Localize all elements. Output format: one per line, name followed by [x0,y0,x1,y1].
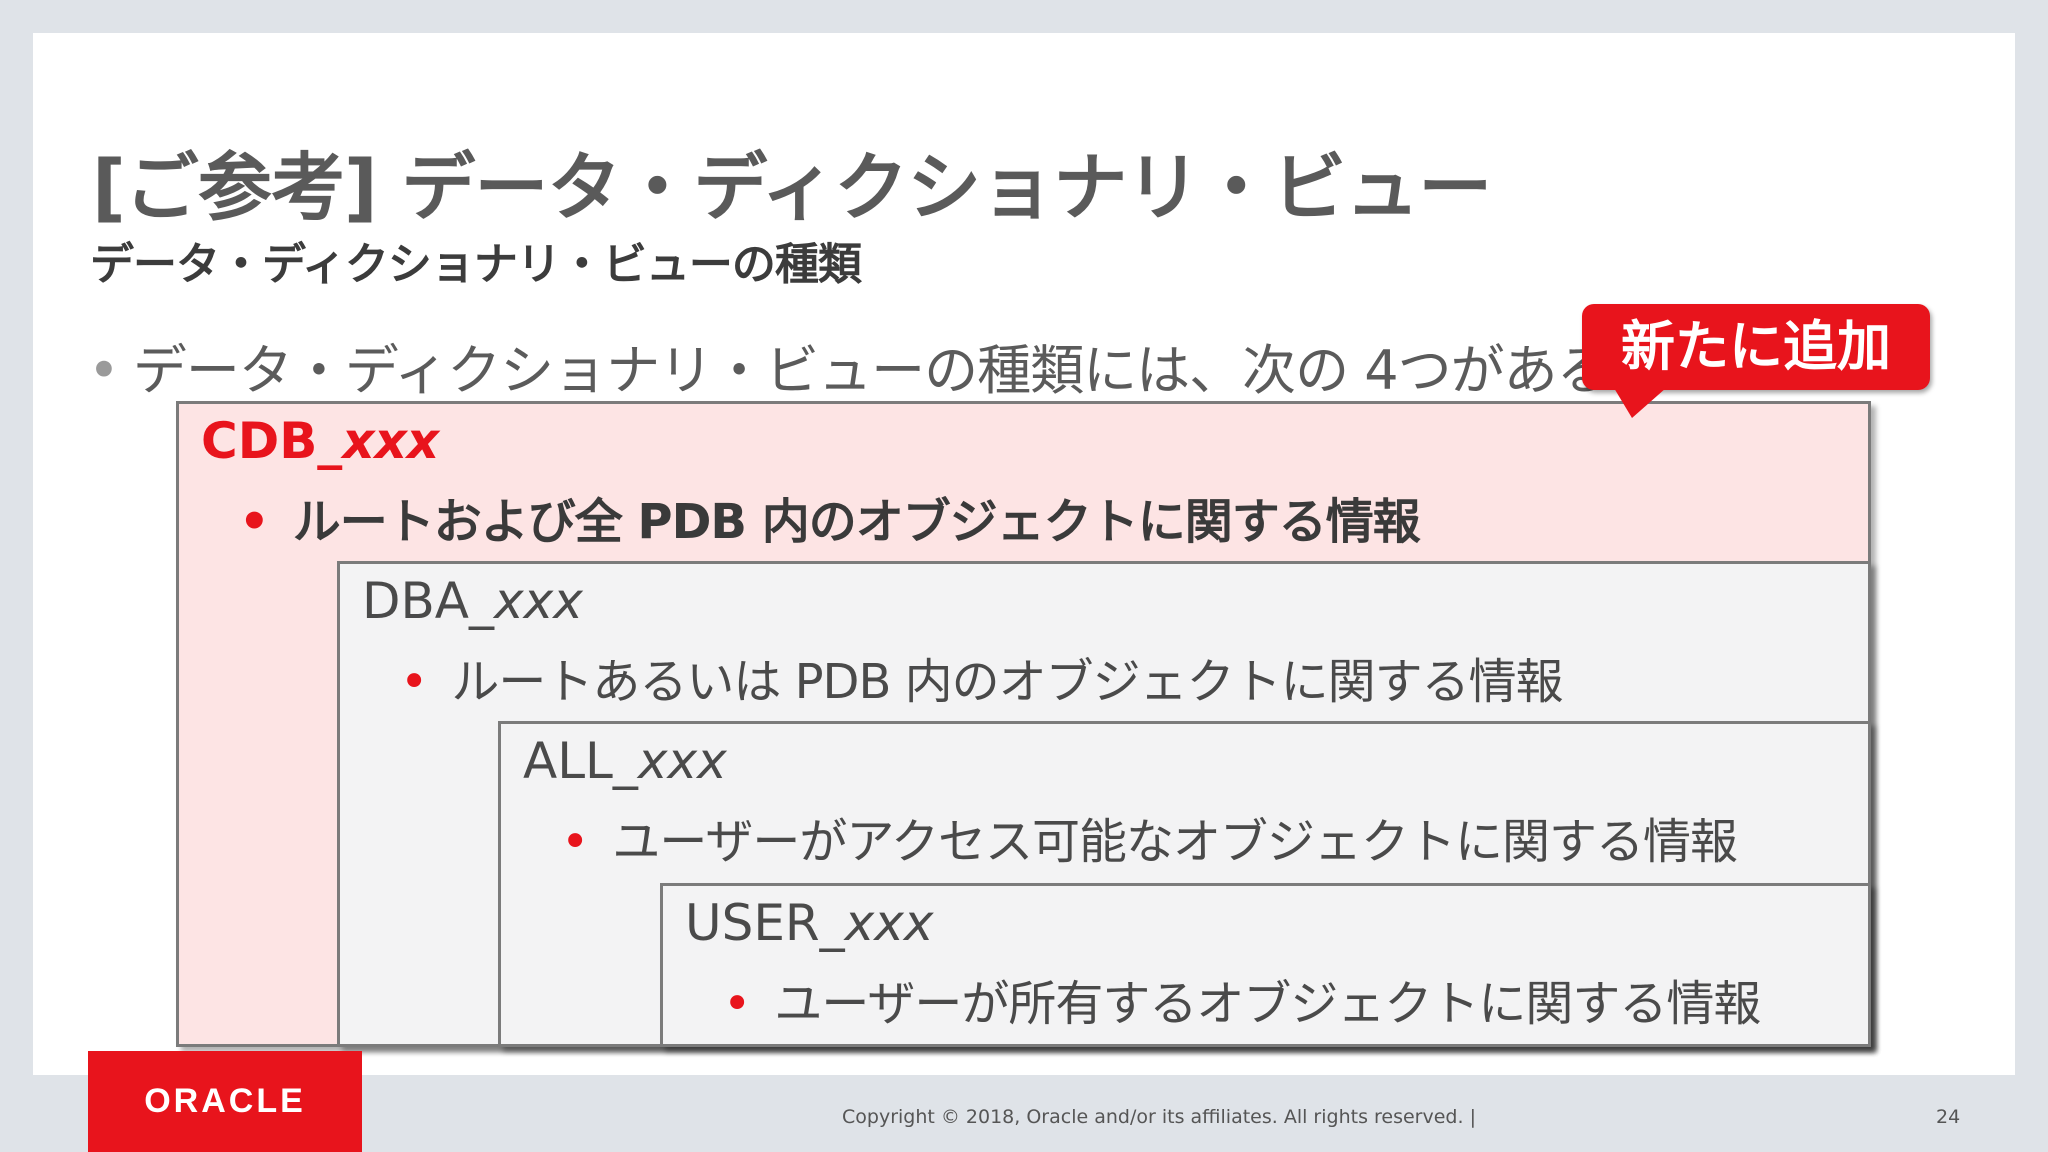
oracle-logo: ORACLE [88,1051,362,1152]
badge-pointer-icon [1614,388,1666,418]
dba-view-description: •ルートあるいは PDB 内のオブジェクトに関する情報 [400,654,1564,710]
copyright-text: Copyright © 2018, Oracle and/or its affi… [842,1106,1476,1128]
red-bullet-icon: • [723,976,751,1032]
red-bullet-icon: • [239,494,270,550]
bullet-dot-icon: • [88,339,120,402]
user-view-name: USER_xxx [685,894,934,952]
main-bullet: •データ・ディクショナリ・ビューの種類には、次の 4つがある [88,326,1611,405]
slide-title: [ご参考] データ・ディクショナリ・ビュー [92,145,1492,231]
red-bullet-icon: • [561,814,589,870]
page-number: 24 [1936,1106,1961,1128]
cdb-view-description: •ルートおよび全 PDB 内のオブジェクトに関する情報 [239,494,1421,550]
slide-subtitle: データ・ディクショナリ・ビューの種類 [90,239,862,290]
user-view-description: •ユーザーが所有するオブジェクトに関する情報 [723,976,1761,1032]
main-bullet-text: データ・ディクショナリ・ビューの種類には、次の 4つがある [132,339,1611,402]
new-badge: 新たに追加 [1582,304,1930,390]
red-bullet-icon: • [400,654,428,710]
all-view-description: •ユーザーがアクセス可能なオブジェクトに関する情報 [561,814,1738,870]
oracle-logo-text: ORACLE [144,1082,306,1120]
all-view-name: ALL_xxx [523,732,727,790]
cdb-view-name: CDB_xxx [201,412,440,470]
dba-view-name: DBA_xxx [362,572,583,630]
user-view-box: USER_xxx •ユーザーが所有するオブジェクトに関する情報 [660,883,1871,1047]
